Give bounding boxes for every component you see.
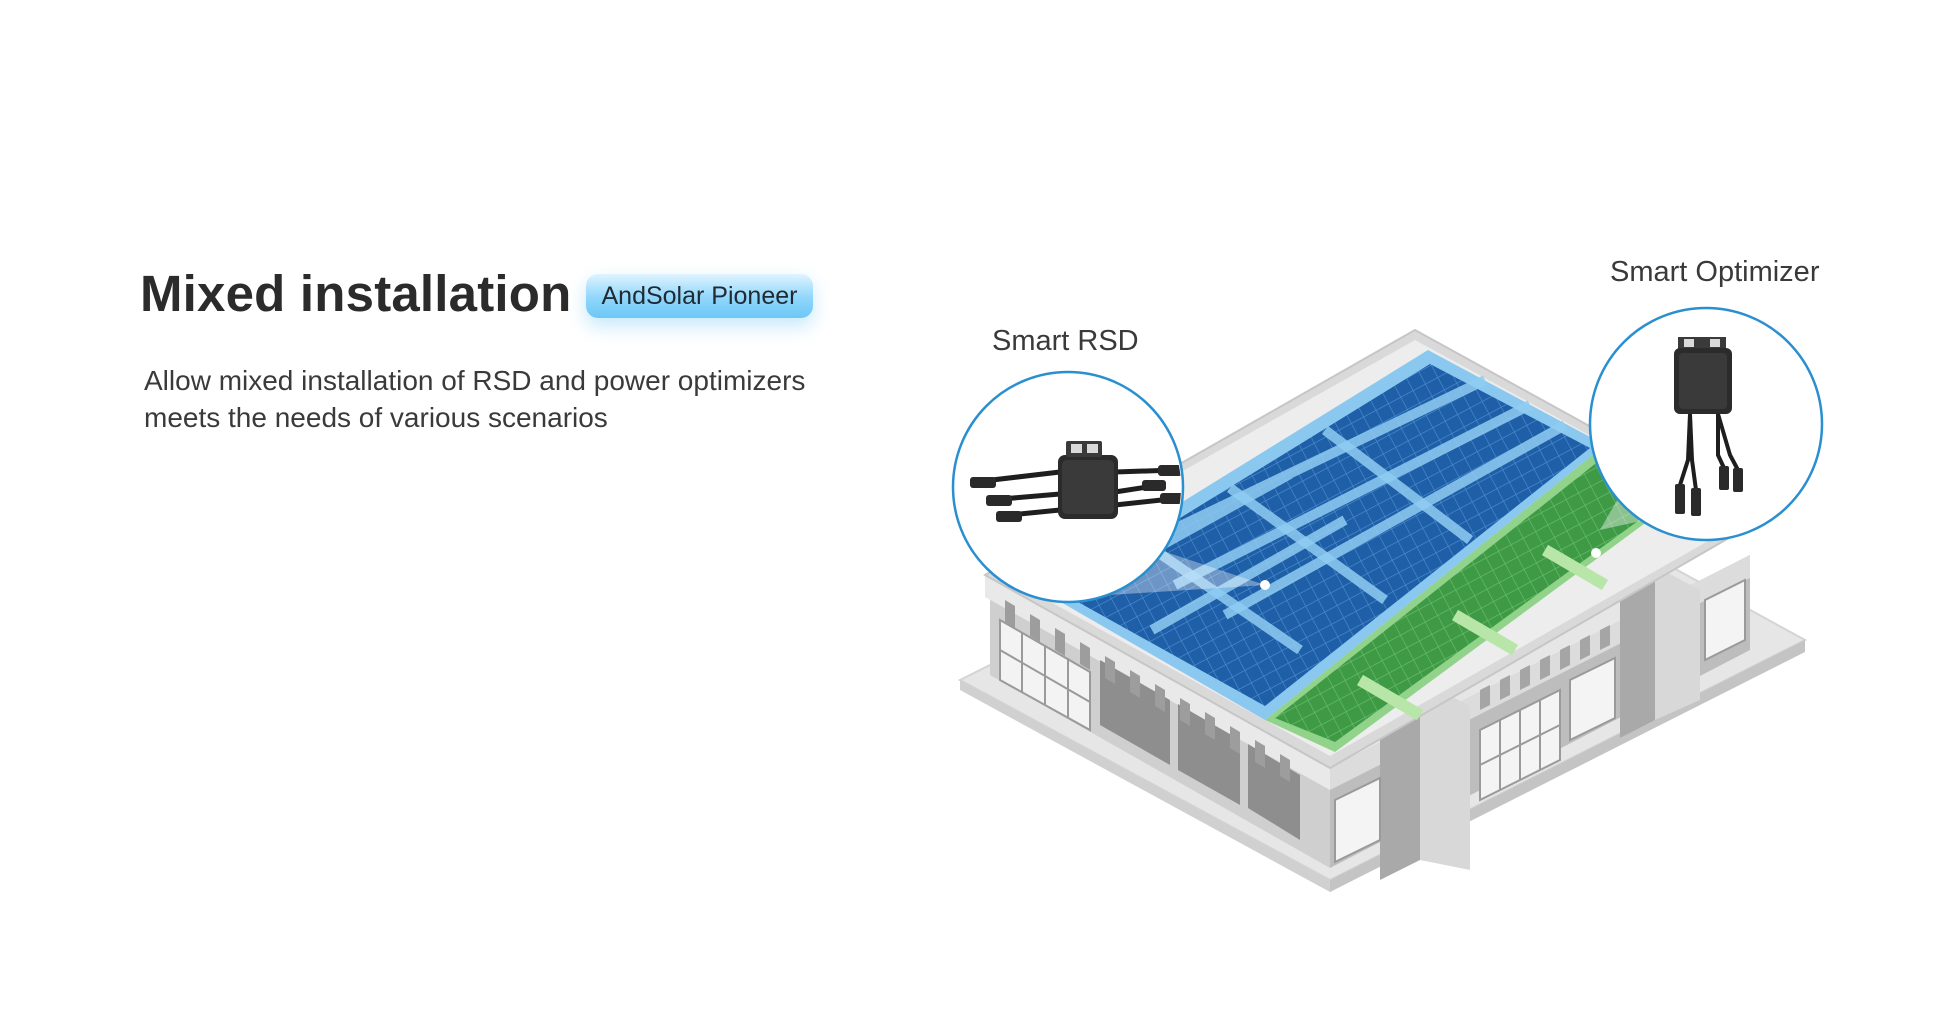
optimizer-callout <box>1588 306 1824 542</box>
heading-row: Mixed installation AndSolar Pioneer <box>140 262 814 326</box>
rsd-marker <box>1260 580 1270 590</box>
optimizer-label: Smart Optimizer <box>1610 256 1820 288</box>
solar-array-optimizer <box>1265 445 1690 752</box>
description: Allow mixed installation of RSD and powe… <box>144 362 904 436</box>
solar-array-rsd <box>1040 350 1605 720</box>
description-line-1: Allow mixed installation of RSD and powe… <box>144 365 806 396</box>
page-title: Mixed installation <box>140 265 572 322</box>
brand-badge: AndSolar Pioneer <box>585 274 814 318</box>
rsd-label: Smart RSD <box>992 325 1139 357</box>
description-line-2: meets the needs of various scenarios <box>144 402 608 433</box>
rsd-callout <box>951 370 1185 604</box>
building-front <box>985 575 1330 868</box>
optimizer-marker <box>1591 548 1601 558</box>
